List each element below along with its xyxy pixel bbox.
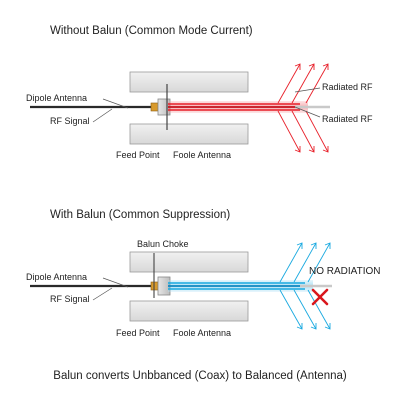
top-arrow-up-3 bbox=[305, 63, 329, 104]
bottom-arrowhead-up-1 bbox=[296, 242, 303, 249]
top-radiated-leader-1 bbox=[294, 87, 321, 93]
top-arrow-up-1 bbox=[277, 63, 301, 104]
bottom-arrowhead-up-3 bbox=[324, 242, 331, 249]
top-radiated-label-1: Radiated RF bbox=[322, 82, 373, 92]
top-panel: Without Balun (Common Mode Current) bbox=[26, 25, 373, 160]
bottom-arrowhead-down-2 bbox=[310, 323, 317, 330]
bottom-arrowhead-up-2 bbox=[310, 242, 317, 249]
bottom-arrowhead-down-3 bbox=[324, 323, 331, 330]
top-arrowhead-down-2 bbox=[308, 146, 315, 153]
top-connector bbox=[150, 102, 159, 112]
bottom-dipole-leader bbox=[102, 277, 129, 288]
bottom-arrowhead-down-1 bbox=[296, 323, 303, 330]
top-arrowhead-up-1 bbox=[294, 63, 301, 70]
bottom-feed-label: Feed Point bbox=[116, 328, 160, 338]
bottom-dipole-label: Dipole Antenna bbox=[26, 272, 87, 282]
top-arrow-down-2 bbox=[291, 110, 315, 153]
bottom-title: With Balun (Common Suppression) bbox=[50, 209, 230, 221]
no-radiation-x-icon bbox=[311, 288, 329, 306]
bottom-arrow-up-2 bbox=[293, 242, 317, 283]
no-radiation-label: NO RADIATION bbox=[309, 266, 380, 277]
bottom-arrow-up-3 bbox=[307, 242, 331, 283]
top-title: Without Balun (Common Mode Current) bbox=[50, 25, 253, 37]
bottom-lower-plate bbox=[129, 300, 249, 322]
bottom-suppressed-arrows bbox=[279, 242, 331, 330]
diagram-caption: Balun converts Unbbanced (Coax) to Balan… bbox=[53, 370, 347, 382]
top-dipole-leader bbox=[102, 98, 129, 109]
bottom-arrow-down-2 bbox=[293, 289, 317, 330]
top-arrow-up-2 bbox=[291, 63, 315, 104]
bottom-antenna-label: Foole Antenna bbox=[173, 328, 231, 338]
bottom-arrow-up-1 bbox=[279, 242, 303, 283]
top-signal-label: RF Signal bbox=[50, 116, 90, 126]
top-feed-label: Feed Point bbox=[116, 150, 160, 160]
bottom-choke-label: Balun Choke bbox=[137, 239, 189, 249]
top-arrowhead-up-3 bbox=[322, 63, 329, 70]
bottom-panel: With Balun (Common Suppression) bbox=[26, 209, 380, 338]
top-radiated-arrows bbox=[277, 63, 329, 153]
bottom-arrow-down-3 bbox=[307, 289, 331, 330]
top-radiated-leader-2 bbox=[294, 106, 321, 118]
top-upper-plate bbox=[129, 71, 249, 93]
top-arrowhead-up-2 bbox=[308, 63, 315, 70]
top-radiated-label-2: Radiated RF bbox=[322, 114, 373, 124]
top-dipole-label: Dipole Antenna bbox=[26, 93, 87, 103]
top-antenna-label: Foole Antenna bbox=[173, 150, 231, 160]
bottom-signal-leader bbox=[92, 287, 113, 301]
top-arrow-down-3 bbox=[305, 110, 329, 153]
top-signal-leader bbox=[92, 108, 113, 123]
top-arrowhead-down-1 bbox=[294, 146, 301, 153]
top-lower-plate bbox=[129, 123, 249, 145]
top-arrow-down-1 bbox=[277, 110, 301, 153]
bottom-upper-plate bbox=[129, 251, 249, 273]
top-arrowhead-down-3 bbox=[322, 146, 329, 153]
bottom-signal-label: RF Signal bbox=[50, 294, 90, 304]
bottom-arrow-down-1 bbox=[279, 289, 303, 330]
